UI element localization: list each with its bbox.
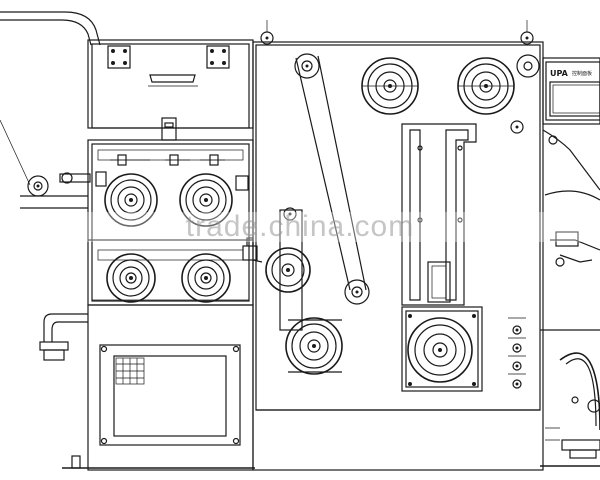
slide-track [401, 123, 477, 306]
lower-roller-right [181, 253, 231, 303]
top-capstan-left [361, 57, 419, 115]
panel-logo: UPA [550, 69, 569, 78]
feed-wire [0, 119, 31, 186]
lower-reel [401, 306, 483, 392]
left-lower-cabinet [62, 304, 255, 471]
pipe-fittings [59, 154, 263, 263]
control-panel: UPA 控制面板 [542, 57, 600, 125]
panel-caption: 控制面板 [572, 70, 592, 77]
pivot-arm [283, 207, 297, 221]
left-guide-pulley [20, 175, 88, 209]
watermark-band [20, 212, 600, 242]
vent-grid [115, 357, 145, 385]
left-upper-housing [87, 39, 254, 141]
upper-roller-right [179, 173, 233, 227]
indicator-column [508, 317, 526, 389]
outlet-pipe [39, 313, 88, 361]
lower-roller-left [106, 253, 156, 303]
main-frame [252, 20, 544, 471]
upper-roller-left [104, 173, 158, 227]
inlet-pipe [0, 11, 101, 46]
lower-center-pulley [285, 317, 343, 375]
top-capstan-right [457, 57, 515, 115]
right-small-pulleys [510, 54, 540, 134]
belt-assembly [294, 53, 370, 305]
right-winder [540, 129, 600, 467]
watermark-text: trade.china.com [185, 210, 415, 243]
